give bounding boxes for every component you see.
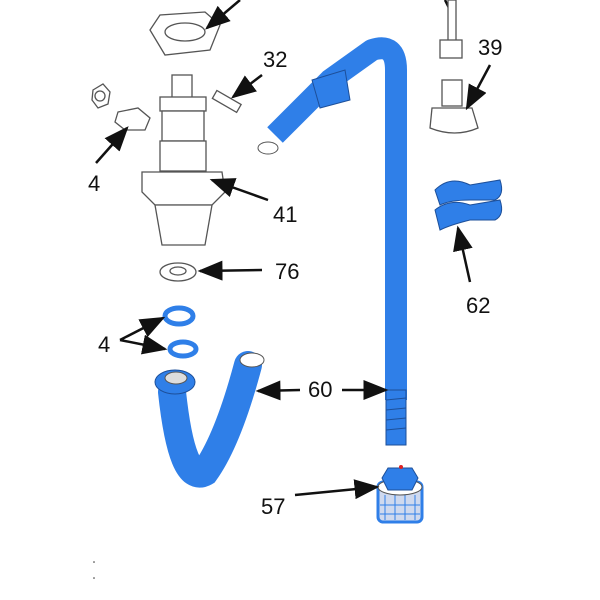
callout-arrow-41 [209, 178, 269, 202]
callout-label-76: 76 [275, 259, 300, 284]
callout-label-4-orings: 4 [98, 332, 111, 357]
inlet-valve-housing-part [141, 74, 226, 246]
rod-part [439, 0, 463, 59]
clip-part [434, 179, 503, 231]
hex-nut-part [91, 83, 111, 109]
suction-hose-part [154, 351, 265, 488]
suction-tube-part [257, 37, 407, 446]
callout-label-32: 32 [263, 47, 288, 72]
foot-valve-cap-part [429, 79, 479, 134]
fitting-part [114, 107, 151, 131]
lock-nut-part [149, 11, 221, 56]
inlet-strainer-part [376, 465, 424, 524]
callout-label-62: 62 [466, 293, 491, 318]
callout-arrow-76 [197, 260, 263, 281]
callout-label-60: 60 [308, 377, 333, 402]
callout-label-39: 39 [478, 35, 503, 60]
callout-arrow-top [205, 0, 241, 30]
callout-label-41: 41 [273, 202, 298, 227]
callout-arrow-57 [294, 479, 380, 500]
callout-arrow-32 [231, 74, 263, 99]
pin-part [211, 89, 243, 114]
o-ring-part [162, 305, 196, 327]
callout-arrow-4a [95, 126, 129, 164]
nut-part [159, 262, 197, 282]
callout-arrow-39 [465, 64, 492, 111]
callout-label-57: 57 [261, 494, 286, 519]
callout-label-4-fitting: 4 [88, 171, 101, 196]
callout-arrow-4b [119, 316, 166, 342]
o-ring-part [167, 339, 199, 359]
callout-arrow-62 [453, 225, 473, 283]
